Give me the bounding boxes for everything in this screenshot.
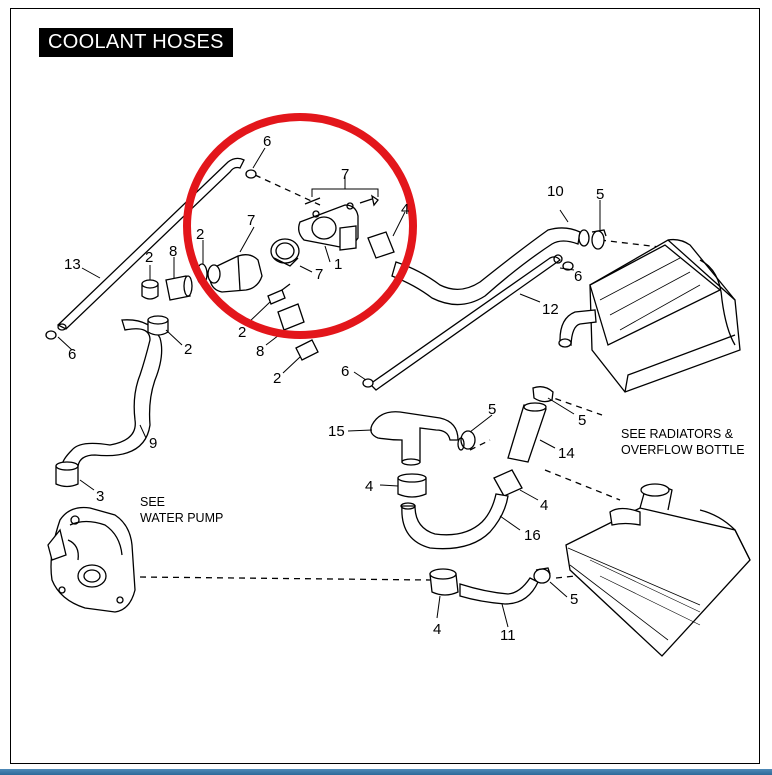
callout-label: 5: [596, 186, 604, 203]
clamp-6-left: [45, 330, 57, 340]
lower-radiator: [565, 483, 751, 657]
highlight-circle: [183, 113, 417, 339]
callout-label: 2: [145, 249, 153, 266]
callout-label: 4: [401, 201, 409, 218]
callout-label: 13: [64, 256, 81, 273]
callout-label: 7: [247, 212, 255, 229]
callout-label: 1: [334, 256, 342, 273]
callout-label: 6: [263, 133, 271, 150]
bottom-bar: [0, 769, 772, 775]
hose-12: [368, 256, 561, 391]
water-pump-note-line1: SEE: [140, 495, 165, 509]
coupler-4-right: [493, 469, 523, 497]
callout-label: 5: [578, 412, 586, 429]
radiators-note-line2: OVERFLOW BOTTLE: [621, 443, 745, 457]
hose-13: [56, 157, 245, 330]
callout-label: 11: [500, 627, 516, 644]
hose-13-end: [57, 323, 67, 331]
hose-15: [370, 411, 459, 463]
callout-label: 2: [184, 341, 192, 358]
callout-label: 5: [570, 591, 578, 608]
callout-label: 7: [341, 166, 349, 183]
callout-label: 7: [315, 266, 323, 283]
callout-label: 5: [488, 401, 496, 418]
callout-label: 2: [273, 370, 281, 387]
hose-14: [507, 404, 547, 463]
clamp-6-right: [562, 261, 574, 271]
callout-label: 2: [196, 226, 204, 243]
callout-label: 8: [169, 243, 177, 260]
hose-16: [401, 493, 509, 550]
callout-label: 12: [542, 301, 559, 318]
callout-label: 10: [547, 183, 564, 200]
hose-11: [459, 577, 539, 605]
callout-label: 14: [558, 445, 575, 462]
leader-lines: [139, 174, 669, 581]
callout-label: 6: [68, 346, 76, 363]
callout-labels: 6 7 7 4 2 8 2 7 1 13 10 5 6 12 6 2 2 8 2…: [64, 133, 604, 644]
callout-label: 6: [574, 268, 582, 285]
callout-label: 16: [524, 527, 541, 544]
diagram-title: COOLANT HOSES: [39, 28, 233, 57]
water-pump-cover: [47, 506, 136, 613]
callout-label: 4: [540, 497, 548, 514]
clamp-5-upper: [591, 230, 605, 250]
callout-label: 4: [433, 621, 441, 638]
clamp-6-top: [245, 169, 257, 179]
callout-label: 15: [328, 423, 345, 440]
callout-label: 8: [256, 343, 264, 360]
callout-label: 9: [149, 435, 157, 452]
clamp-5-bottom: [533, 568, 551, 584]
callout-label: 4: [365, 478, 373, 495]
radiators-note-line1: SEE RADIATORS &: [621, 427, 734, 441]
hose-9: [61, 319, 163, 467]
water-pump-note-line2: WATER PUMP: [140, 511, 223, 525]
hose-10: [391, 227, 581, 306]
callout-label: 3: [96, 488, 104, 505]
clamp-6-mid: [362, 378, 374, 388]
callout-label: 2: [238, 324, 246, 341]
upper-radiator: [558, 238, 741, 393]
callout-label: 6: [341, 363, 349, 380]
